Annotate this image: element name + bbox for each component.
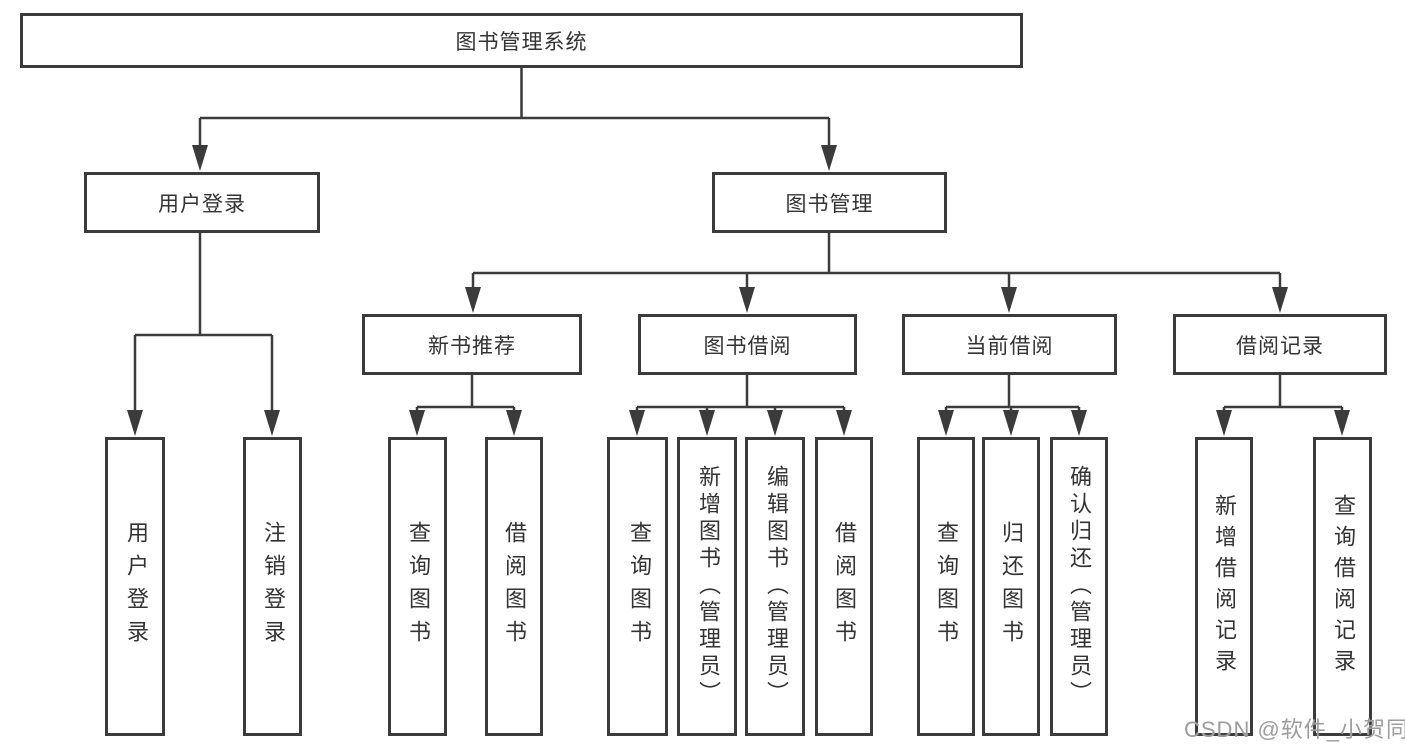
node-borrow-records: 借阅记录 (1173, 314, 1387, 375)
node-library-management-system: 图书管理系统 (20, 13, 1023, 68)
leaf-borrow-books: 借阅图书 (815, 437, 873, 736)
leaf-add-borrow-record: 新增借阅记录 (1195, 437, 1253, 736)
leaf-user-login: 用户登录 (105, 437, 165, 736)
watermark-text: CSDN @软件_小贺同学 (1184, 717, 1405, 742)
leaf-query-borrow-record: 查询借阅记录 (1313, 437, 1372, 736)
connector-arrowheads (127, 145, 1350, 436)
node-book-borrow: 图书借阅 (638, 314, 857, 375)
node-book-management: 图书管理 (712, 172, 947, 233)
node-current-borrow: 当前借阅 (902, 314, 1117, 375)
connector-paths (133, 68, 1344, 420)
leaf-query-books-recommend: 查询图书 (388, 437, 447, 736)
node-user-login: 用户登录 (84, 172, 320, 233)
node-new-book-recommend: 新书推荐 (362, 314, 582, 375)
leaf-confirm-return-admin: 确认归还（管理员） (1050, 437, 1108, 736)
leaf-query-books-borrow: 查询图书 (607, 437, 668, 736)
leaf-add-book-admin: 新增图书（管理员） (677, 437, 737, 736)
leaf-query-books-current: 查询图书 (917, 437, 975, 736)
leaf-edit-book-admin: 编辑图书（管理员） (745, 437, 805, 736)
leaf-return-book: 归还图书 (982, 437, 1040, 736)
leaf-logout: 注销登录 (243, 437, 302, 736)
leaf-borrow-books-recommend: 借阅图书 (485, 437, 543, 736)
